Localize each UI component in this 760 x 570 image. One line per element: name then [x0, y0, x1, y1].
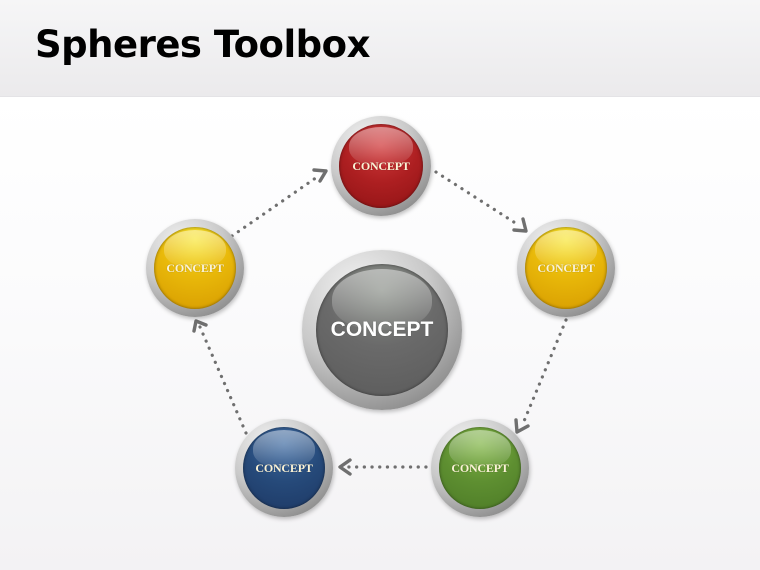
concept-sphere-bottom-right[interactable]: CONCEPT	[431, 419, 529, 517]
concept-label-top: CONCEPT	[352, 158, 410, 173]
concept-label-right: CONCEPT	[537, 260, 595, 275]
concept-sphere-bottom-left[interactable]: CONCEPT	[235, 419, 333, 517]
concept-face-right: CONCEPT	[525, 227, 607, 309]
slide-title: Spheres Toolbox	[35, 23, 370, 66]
concept-sphere-left[interactable]: CONCEPT	[146, 219, 244, 317]
arrow-left-to-top	[230, 173, 322, 238]
concept-sphere-top[interactable]: CONCEPT	[331, 116, 431, 216]
concept-face-left: CONCEPT	[154, 227, 236, 309]
concept-face-bottom-left: CONCEPT	[243, 427, 325, 509]
concept-label-bottom-right: CONCEPT	[451, 460, 509, 475]
arrow-bottom-left-to-left	[198, 325, 248, 435]
concept-label-left: CONCEPT	[166, 260, 224, 275]
arrowhead-bottom-right-icon	[514, 418, 530, 434]
concept-sphere-right[interactable]: CONCEPT	[517, 219, 615, 317]
arrowhead-left-icon	[192, 319, 208, 333]
arrowhead-right-icon	[512, 217, 528, 233]
title-band: Spheres Toolbox	[0, 0, 760, 97]
arrowhead-bottom-left-icon	[338, 458, 352, 476]
concept-face-top: CONCEPT	[339, 124, 423, 208]
arrow-top-to-right	[434, 170, 522, 228]
center-concept-sphere[interactable]: CONCEPT	[302, 250, 462, 410]
center-concept-label: CONCEPT	[330, 318, 434, 341]
arrow-right-to-bottom-right	[520, 318, 568, 428]
concept-face-bottom-right: CONCEPT	[439, 427, 521, 509]
concept-label-bottom-left: CONCEPT	[255, 460, 313, 475]
arrowhead-top-icon	[312, 168, 328, 183]
center-concept-face: CONCEPT	[316, 264, 448, 396]
